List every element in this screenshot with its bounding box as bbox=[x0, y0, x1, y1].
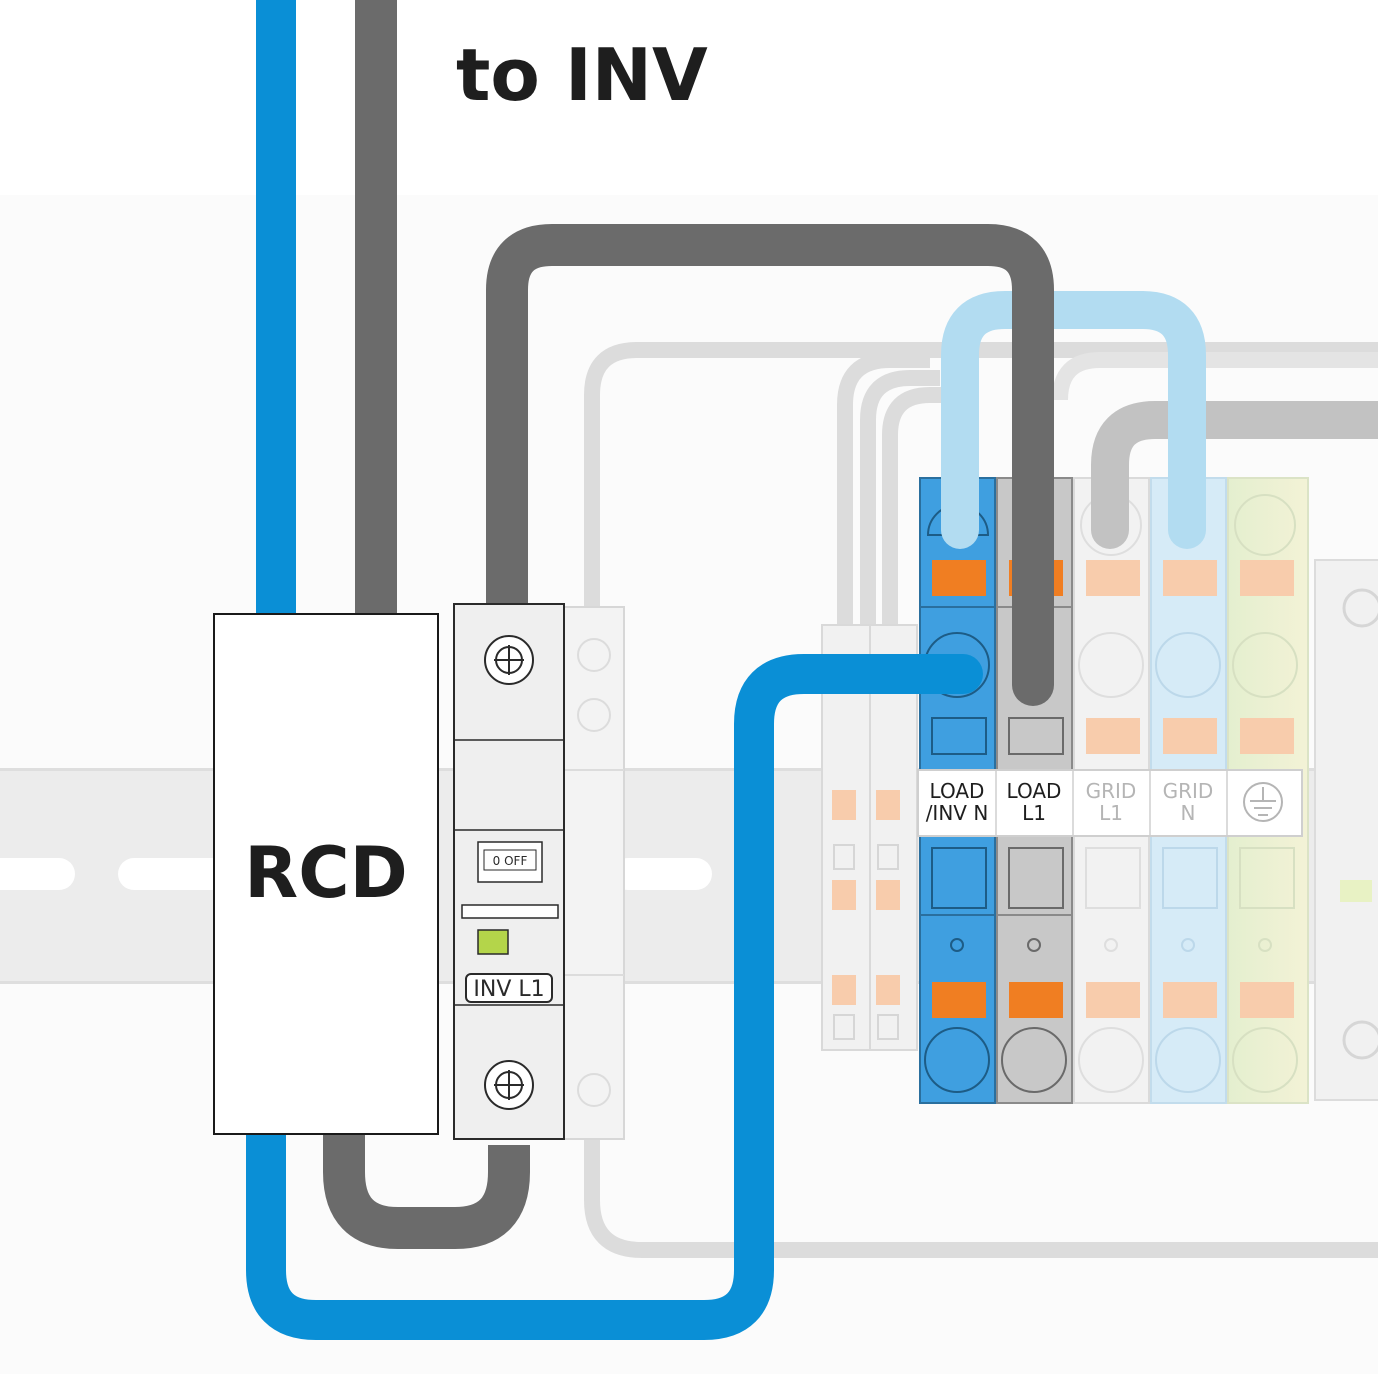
background-wires bbox=[584, 342, 1378, 1258]
grid-l1-wire bbox=[1091, 401, 1378, 549]
rail-slot bbox=[118, 858, 228, 890]
clamp bbox=[1240, 982, 1294, 1018]
clamp bbox=[1009, 982, 1063, 1018]
breaker-label: INV L1 bbox=[473, 977, 544, 1002]
right-device bbox=[1314, 559, 1378, 1101]
phase-wire-to-inv bbox=[355, 0, 397, 615]
breaker-to-load-l1-wire bbox=[486, 224, 1054, 706]
terminal-label-line1: GRID bbox=[1086, 779, 1137, 803]
terminal-label-line1: LOAD bbox=[1007, 779, 1062, 803]
screw-icon bbox=[484, 1060, 534, 1110]
clamp bbox=[1240, 718, 1294, 754]
indicator-window bbox=[477, 929, 509, 955]
clamp bbox=[1163, 718, 1217, 754]
switch-text: 0 OFF bbox=[493, 854, 528, 868]
rail-slot bbox=[612, 858, 712, 890]
screw-icon bbox=[484, 635, 534, 685]
breaker-label-box bbox=[465, 973, 553, 1003]
terminal-label-line2: L1 bbox=[1022, 801, 1046, 825]
breaker-side-module bbox=[563, 606, 625, 1140]
rcd-to-breaker-wire bbox=[323, 1130, 530, 1249]
terminal-label-line1: LOAD bbox=[930, 779, 985, 803]
clamp bbox=[932, 982, 986, 1018]
terminal-label-line2: /INV N bbox=[926, 801, 989, 825]
neutral-jumper-wire bbox=[941, 291, 1206, 549]
clamp bbox=[1086, 982, 1140, 1018]
rcd-label: RCD bbox=[244, 832, 407, 914]
neutral-wire-to-inv bbox=[256, 0, 296, 615]
indicator-window bbox=[1340, 880, 1372, 902]
diagram-title: to INV bbox=[456, 33, 708, 117]
rcd-to-load-n-wire bbox=[246, 654, 983, 1340]
clamp bbox=[1163, 560, 1217, 596]
circuit-breaker: 0 OFF INV L1 bbox=[453, 603, 625, 1140]
clamp bbox=[932, 560, 986, 596]
clamp bbox=[1086, 560, 1140, 596]
terminal-label: LOAD/INV N bbox=[926, 779, 989, 825]
clamp bbox=[1240, 560, 1294, 596]
earth-ground-icon bbox=[1243, 782, 1283, 822]
clamp bbox=[1163, 982, 1217, 1018]
rcd-module: RCD bbox=[213, 613, 439, 1135]
small-terminal-stack bbox=[821, 624, 918, 1051]
rail-slot bbox=[0, 858, 75, 890]
terminal-label-line2: L1 bbox=[1099, 801, 1123, 825]
clamp bbox=[1086, 718, 1140, 754]
terminal-label-line2: N bbox=[1181, 801, 1196, 825]
terminal-label-line1: GRID bbox=[1163, 779, 1214, 803]
